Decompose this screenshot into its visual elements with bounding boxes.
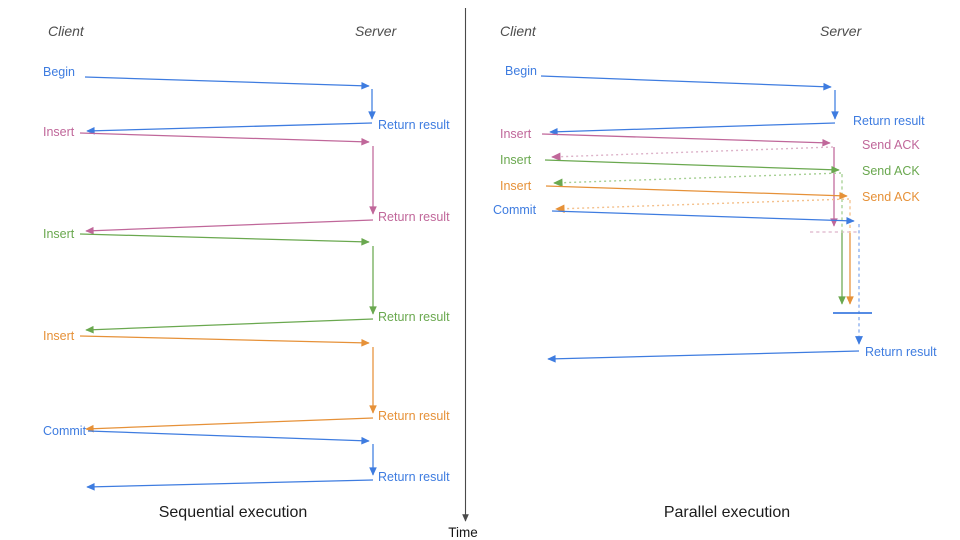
par-insert2-ack-dotted-arrow: [553, 172, 842, 187]
parallel-diagram: Client Server Begin Return result Insert…: [493, 23, 937, 521]
seq-insert2-result-label: Return result: [378, 310, 450, 324]
par-insert1-request-arrow: [541, 133, 831, 147]
seq-commit-label: Commit: [43, 424, 87, 438]
seq-client-header: Client: [48, 23, 85, 39]
par-commit-result-label: Return result: [865, 345, 937, 359]
sequential-diagram: Client Server Begin Return result Insert…: [43, 23, 450, 521]
parallel-caption: Parallel execution: [664, 504, 790, 521]
seq-insert2-request-arrow: [79, 233, 370, 246]
par-insert2-ack-label: Send ACK: [862, 164, 920, 178]
sequential-caption: Sequential execution: [159, 504, 308, 521]
seq-insert1-label: Insert: [43, 125, 75, 139]
seq-commit-result-label: Return result: [378, 470, 450, 484]
par-insert3-request-arrow: [545, 185, 848, 200]
par-begin-label: Begin: [505, 64, 537, 78]
par-begin-return-arrow: [549, 122, 836, 136]
seq-insert3-return-arrow: [85, 417, 374, 433]
par-begin-result-label: Return result: [853, 114, 925, 128]
time-axis-label: Time: [448, 525, 478, 540]
par-insert3-label: Insert: [500, 179, 532, 193]
par-commit-request-arrow: [551, 210, 855, 225]
time-axis: Time: [448, 8, 478, 540]
par-commit-return-arrow: [547, 350, 860, 363]
par-insert1-ack-dotted-arrow: [551, 146, 834, 161]
par-insert2-label: Insert: [500, 153, 532, 167]
par-insert3-ack-label: Send ACK: [862, 190, 920, 204]
seq-commit-request-arrow: [87, 430, 370, 445]
par-client-header: Client: [500, 23, 537, 39]
par-begin-request-arrow: [540, 75, 832, 91]
seq-server-header: Server: [355, 23, 398, 39]
seq-insert3-request-arrow: [79, 335, 370, 347]
seq-begin-result-label: Return result: [378, 118, 450, 132]
seq-begin-request-arrow: [84, 76, 370, 90]
seq-insert1-request-arrow: [79, 132, 370, 146]
seq-insert2-label: Insert: [43, 227, 75, 241]
seq-begin-label: Begin: [43, 65, 75, 79]
seq-commit-return-arrow: [86, 479, 374, 491]
par-insert1-label: Insert: [500, 127, 532, 141]
seq-insert3-result-label: Return result: [378, 409, 450, 423]
seq-insert3-label: Insert: [43, 329, 75, 343]
seq-begin-return-arrow: [86, 122, 373, 135]
par-commit-label: Commit: [493, 203, 537, 217]
par-server-header: Server: [820, 23, 863, 39]
seq-insert2-return-arrow: [85, 318, 374, 334]
par-insert2-request-arrow: [544, 159, 840, 174]
par-insert1-ack-label: Send ACK: [862, 138, 920, 152]
seq-insert1-return-arrow: [85, 219, 374, 235]
par-insert3-ack-dotted-arrow: [555, 198, 850, 213]
seq-insert1-result-label: Return result: [378, 210, 450, 224]
